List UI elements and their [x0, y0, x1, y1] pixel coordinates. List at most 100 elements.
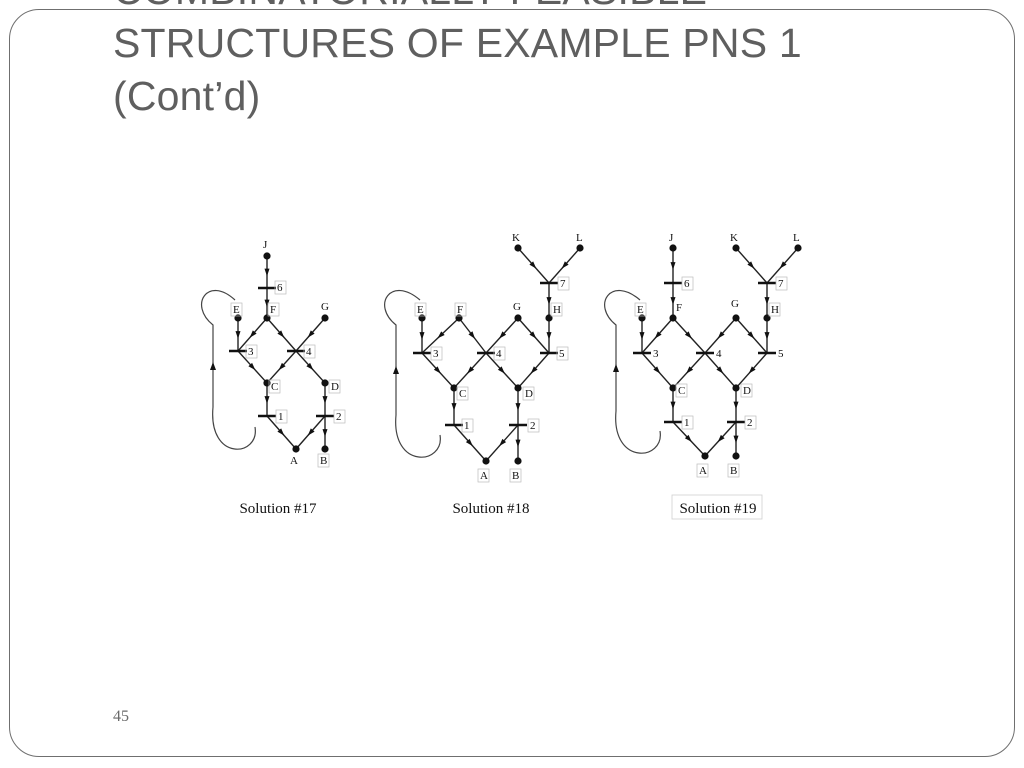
edge-4-d-arrow: [716, 366, 724, 374]
label-unit-3-box: [430, 346, 443, 361]
label-b: B: [320, 455, 327, 467]
label-e: E: [233, 304, 240, 316]
label-unit-6-box: [681, 276, 694, 291]
node-c: [263, 379, 271, 387]
edge-l-7-arrow: [779, 261, 787, 269]
recycle-loop: [604, 289, 661, 454]
edge-4-d-arrow: [306, 362, 314, 371]
label-h: H: [771, 304, 779, 316]
node-d: [321, 379, 329, 387]
label-unit-3: 3: [248, 346, 254, 358]
label-f: F: [676, 302, 682, 314]
caption-solution-17: Solution #17: [239, 501, 317, 517]
label-unit-7: 7: [778, 278, 784, 290]
label-unit-3: 3: [433, 348, 439, 360]
label-unit-5-box: [556, 346, 569, 361]
label-unit-6: 6: [277, 282, 283, 294]
title-line-1: COMBINATORIALLY FEASIBLE: [113, 0, 993, 17]
label-k: K: [512, 232, 520, 244]
label-c: C: [459, 388, 466, 400]
edge-1-a-arrow: [465, 438, 473, 447]
edge-6-f-arrow: [264, 299, 270, 308]
label-d: D: [525, 388, 533, 400]
label-unit-1: 1: [464, 420, 470, 432]
node-k: [732, 244, 740, 252]
edge-2-b-arrow: [733, 435, 739, 444]
label-f-box: [267, 302, 280, 317]
edge-h-5-arrow: [764, 332, 770, 340]
node-a: [482, 457, 490, 465]
label-g: G: [731, 298, 739, 310]
edge-h-5-arrow: [546, 332, 552, 340]
label-d-box: [328, 379, 341, 394]
node-k: [514, 244, 522, 252]
edge-4-c-arrow: [278, 362, 286, 371]
label-c-box: [675, 383, 688, 398]
label-unit-5: 5: [778, 348, 784, 360]
label-b: B: [730, 465, 737, 477]
edge-j-6-arrow: [670, 262, 676, 270]
label-d-box: [522, 386, 535, 401]
recycle-loop-arrow: [613, 364, 619, 372]
edge-6-f-arrow: [670, 297, 676, 305]
label-e-box: [634, 302, 647, 317]
node-a: [292, 445, 300, 453]
label-unit-7-box: [557, 276, 570, 291]
edge-e-3-arrow: [639, 332, 645, 340]
edge-g-5-arrow: [529, 331, 537, 339]
label-unit-4: 4: [496, 348, 502, 360]
edge-2-a-arrow: [717, 434, 725, 443]
slide-title: COMBINATORIALLY FEASIBLE STRUCTURES OF E…: [113, 0, 993, 123]
label-j: J: [669, 232, 674, 244]
edge-1-a-arrow: [277, 428, 285, 436]
page-number: 45: [113, 708, 129, 725]
edge-3-c-arrow: [653, 366, 661, 374]
label-d: D: [331, 381, 339, 393]
label-a: A: [480, 470, 488, 482]
label-e: E: [417, 304, 424, 316]
label-unit-3: 3: [653, 348, 659, 360]
edge-4-c-arrow: [686, 366, 694, 374]
edge-2-a-arrow: [499, 438, 507, 447]
edge-f-3-arrow: [249, 330, 257, 338]
label-a-box: [477, 468, 490, 483]
label-d: D: [743, 385, 751, 397]
node-b: [514, 457, 522, 465]
node-j: [263, 252, 271, 260]
label-f: F: [457, 304, 463, 316]
label-b: B: [512, 470, 519, 482]
label-unit-2-box: [527, 418, 540, 433]
label-h: H: [553, 304, 561, 316]
label-k: K: [730, 232, 738, 244]
label-unit-2: 2: [530, 420, 536, 432]
edge-d-2-arrow: [322, 396, 328, 404]
label-c: C: [678, 385, 685, 397]
label-unit-6: 6: [684, 278, 690, 290]
label-unit-1: 1: [684, 417, 690, 429]
edge-k-7-arrow: [747, 261, 755, 269]
label-d-box: [740, 383, 753, 398]
label-unit-1-box: [461, 418, 474, 433]
label-c-box: [456, 386, 469, 401]
edge-5-d-arrow: [748, 366, 756, 374]
label-f: F: [270, 304, 276, 316]
node-a: [701, 452, 709, 460]
title-line-2: STRUCTURES OF EXAMPLE PNS 1: [113, 20, 802, 66]
label-unit-4-box: [493, 346, 506, 361]
edge-4-d-arrow: [497, 366, 505, 374]
slide-frame: [9, 9, 1015, 757]
label-unit-4: 4: [306, 346, 312, 358]
label-f-box: [454, 302, 467, 317]
recycle-loop-arrow: [393, 366, 399, 374]
edge-g-4-arrow: [499, 331, 507, 339]
label-unit-5: 5: [559, 348, 565, 360]
node-d: [732, 384, 740, 392]
edge-f-4-arrow: [684, 331, 692, 339]
label-unit-2: 2: [336, 411, 342, 423]
label-b-box: [509, 468, 522, 483]
edge-f-4-arrow: [468, 331, 476, 339]
edge-7-h-arrow: [764, 297, 770, 305]
node-g: [321, 314, 329, 322]
